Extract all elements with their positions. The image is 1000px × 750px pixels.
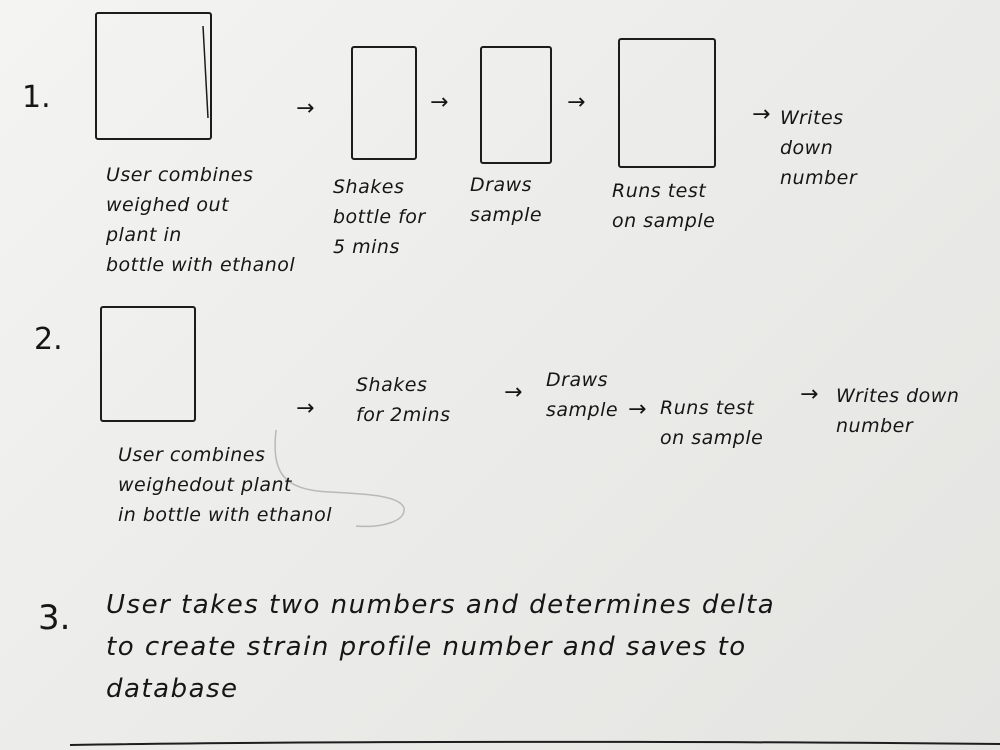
step-1-item-3-text: Draws sample xyxy=(470,174,543,226)
arrow-icon: → xyxy=(504,380,523,405)
step-2-item-1-text: User combines weighedout plant in bottle… xyxy=(118,444,333,526)
step-1-item-5-text: Writes down number xyxy=(780,107,858,189)
arrow-icon: → xyxy=(752,102,771,127)
step-1-bottle-box-2 xyxy=(351,46,417,160)
step-1-number: 1. xyxy=(22,80,51,115)
step-3-text: User takes two numbers and determines de… xyxy=(106,590,776,704)
arrow-icon: → xyxy=(296,96,315,121)
step-1-item-4-text: Runs test on sample xyxy=(612,180,716,232)
step-2-item-2-text: Shakes for 2mins xyxy=(356,374,451,426)
step-1-sample-box xyxy=(480,46,552,164)
arrow-icon: → xyxy=(296,396,315,421)
step-2-item-4-text: Runs test on sample xyxy=(660,397,764,449)
step-1-test-box xyxy=(618,38,716,168)
arrow-icon: → xyxy=(628,397,647,422)
step-1-item-1-text: User combines weighed out plant in bottl… xyxy=(106,164,296,276)
step-1-bottle-box-1 xyxy=(95,12,212,140)
step-2-bottle-box xyxy=(100,306,196,422)
arrow-icon: → xyxy=(800,382,819,407)
step-2-item-3-text: Draws sample xyxy=(546,369,619,421)
step-3-number: 3. xyxy=(38,598,71,638)
step-2-item-5-text: Writes down number xyxy=(836,385,960,437)
step-1-item-2-text: Shakes bottle for 5 mins xyxy=(333,176,426,258)
step-2-number: 2. xyxy=(34,322,63,357)
arrow-icon: → xyxy=(567,90,586,115)
arrow-icon: → xyxy=(430,90,449,115)
